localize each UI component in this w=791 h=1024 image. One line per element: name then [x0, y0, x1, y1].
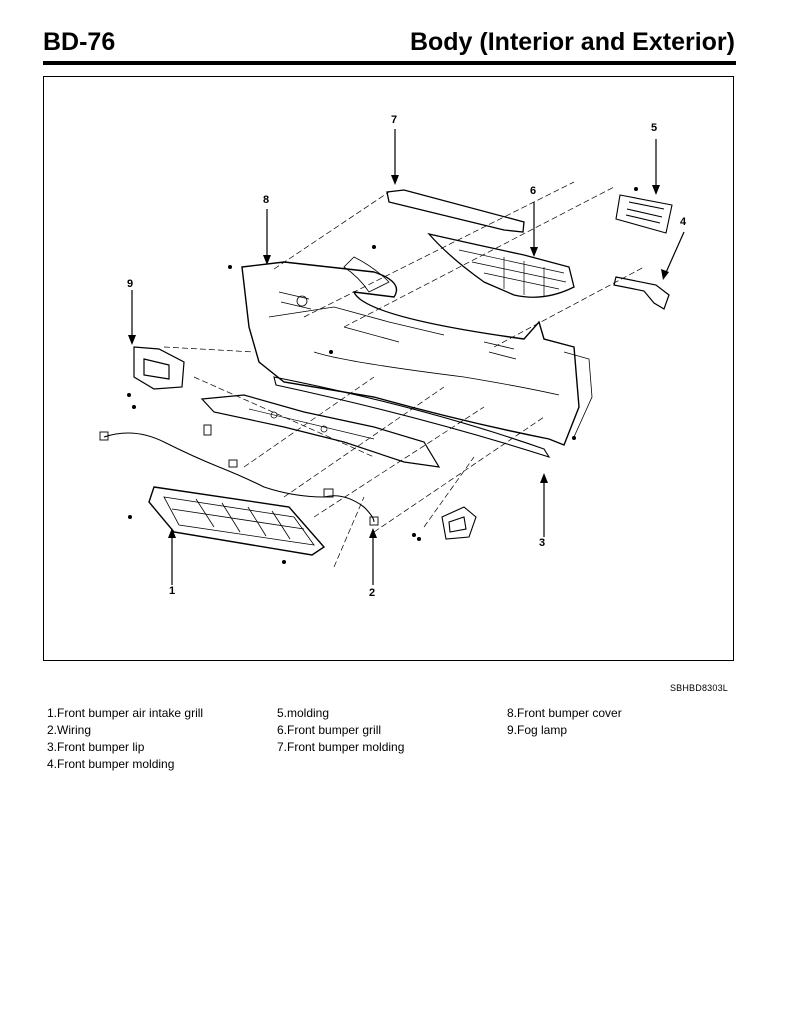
part-3-bumper-lip [273, 376, 551, 458]
callout-3: 3 [539, 537, 546, 549]
callout-4: 4 [680, 216, 687, 228]
legend-item: 1.Front bumper air intake grill [47, 706, 204, 720]
part-7-molding [386, 189, 525, 233]
section-code: BD-76 [43, 28, 116, 56]
part-2-wiring [103, 432, 375, 523]
legend-item: 5.molding [277, 706, 330, 720]
legend-column-3: 8.Front bumper cover 9.Fog lamp [507, 705, 622, 739]
callout-1: 1 [169, 585, 176, 597]
callout-9: 9 [127, 278, 134, 290]
section-title: Body (Interior and Exterior) [409, 28, 735, 56]
legend-item: 8.Front bumper cover [507, 706, 622, 720]
legend-item: 7.Front bumper molding [277, 740, 405, 754]
legend-item: 4.Front bumper molding [47, 757, 175, 771]
assembly-lines [163, 181, 645, 568]
part-6-grill [427, 232, 575, 298]
part-9-fog-lamp-left [133, 346, 185, 390]
exploded-diagram: 7 5 6 8 4 9 3 2 1 [43, 76, 734, 661]
part-5-molding [615, 194, 673, 234]
callout-6: 6 [530, 185, 537, 197]
part-1-intake-grill [148, 486, 326, 556]
legend-column-2: 5.molding 6.Front bumper grill 7.Front b… [277, 705, 404, 756]
part-8-bumper-cover [241, 261, 580, 446]
callout-5: 5 [651, 122, 658, 134]
callout-8: 8 [263, 194, 270, 206]
legend-item: 3.Front bumper lip [47, 740, 145, 754]
fog-lamp-right [441, 506, 477, 540]
legend-item: 6.Front bumper grill [277, 723, 382, 737]
legend-item: 9.Fog lamp [507, 723, 568, 737]
callout-arrows [131, 129, 685, 585]
bumper-exploded-view [99, 129, 685, 585]
legend-item: 2.Wiring [47, 723, 92, 737]
part-4-molding [613, 276, 670, 310]
callout-7: 7 [391, 114, 398, 126]
figure-code: SBHBD8303L [669, 683, 728, 693]
callout-2: 2 [369, 587, 376, 599]
lower-reinforcement [200, 394, 441, 468]
legend-column-1: 1.Front bumper air intake grill 2.Wiring… [47, 705, 203, 773]
header-rule [43, 61, 736, 65]
